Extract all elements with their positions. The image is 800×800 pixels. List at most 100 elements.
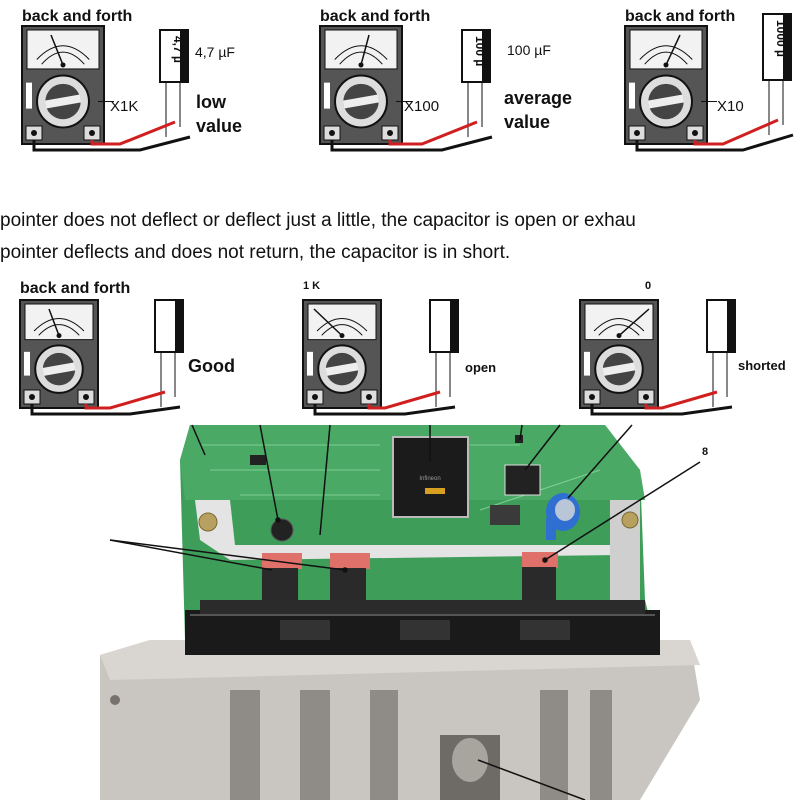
- multimeter: [19, 299, 184, 416]
- meter-scale: [339, 51, 383, 65]
- callout-lines: [109, 424, 701, 800]
- meter-needle: [48, 308, 60, 336]
- meter-needle: [618, 308, 650, 337]
- multimeter-drawing: 100 µ: [319, 25, 493, 152]
- heatsink: [100, 640, 700, 800]
- bottom-panel-shorted: 0 shorted: [572, 278, 800, 418]
- needle-pivot: [60, 62, 66, 68]
- capacitor-value: 1000 µ: [774, 20, 788, 57]
- jack-hole: [329, 130, 335, 136]
- instruction-line-1: pointer does not deflect or deflect just…: [0, 210, 636, 231]
- jack-hole: [366, 394, 372, 400]
- multimeter-drawing: 1000 µ: [624, 13, 794, 152]
- capacitor-stripe: [482, 30, 490, 82]
- black-probe-wire: [30, 404, 181, 416]
- meter-scale: [38, 324, 80, 336]
- side-mark: [324, 82, 330, 109]
- ecu-circuit-board-photo: Infineon: [100, 424, 708, 800]
- range-label: X1K: [110, 98, 139, 115]
- instruction-line-2: pointer deflects and does not return, th…: [0, 242, 511, 263]
- panel-header: back and forth: [22, 8, 133, 25]
- multimeter: [21, 25, 191, 152]
- result-label: Good: [188, 356, 235, 376]
- selector-pointer: [42, 362, 76, 376]
- meter-scale: [334, 45, 388, 60]
- selector-pointer: [44, 94, 82, 109]
- black-probe-wire: [330, 135, 493, 152]
- black-probe-wire: [32, 135, 191, 152]
- value-label-line2: value: [504, 112, 551, 132]
- red-probe-wire: [388, 120, 478, 146]
- bottom-panel-open: 1 K open: [295, 278, 545, 418]
- result-label: shorted: [738, 358, 786, 373]
- meter-needle: [313, 308, 343, 337]
- jack-hole: [387, 130, 393, 136]
- capacitor-value: 100 µ: [473, 36, 487, 66]
- meter-scale: [321, 324, 363, 336]
- capacitor-label: 4,7 µF: [195, 44, 235, 60]
- meter-scale: [33, 318, 85, 332]
- jack-hole: [312, 394, 318, 400]
- meter-scale: [316, 318, 368, 332]
- side-mark: [307, 351, 313, 376]
- capacitor-stripe: [180, 30, 188, 82]
- red-probe-wire: [693, 118, 779, 146]
- panel-header: back and forth: [20, 280, 131, 297]
- top-panel-2: back and forth 100 µ X100 100 µF average…: [300, 0, 600, 175]
- multimeter: [579, 299, 736, 416]
- multimeter: [302, 299, 459, 416]
- red-probe-wire: [367, 390, 441, 410]
- meter-needle: [360, 34, 370, 66]
- meter-scale: [644, 51, 688, 65]
- red-probe-wire: [644, 390, 718, 410]
- multimeter: [319, 25, 493, 152]
- meter-scale: [36, 45, 90, 60]
- capacitor-stripe: [783, 14, 791, 80]
- side-mark: [24, 351, 30, 376]
- range-label: X100: [404, 98, 440, 115]
- meter-scale: [41, 51, 85, 65]
- capacitor-stripe: [727, 300, 735, 352]
- selector-pointer: [602, 362, 636, 376]
- selector-pointer: [325, 362, 359, 376]
- jack-hole: [29, 394, 35, 400]
- capacitor-stripe: [450, 300, 458, 352]
- side-mark: [584, 351, 590, 376]
- top-panel-1: back and forth 4,7 µ X1K 4,7 µF low valu…: [0, 0, 270, 175]
- capacitor-label: 100 µF: [507, 42, 551, 58]
- capacitor-stripe: [175, 300, 183, 352]
- value-label-line1: average: [504, 88, 573, 108]
- jack-hole: [692, 130, 698, 136]
- red-probe-wire: [90, 120, 176, 146]
- panel-header: back and forth: [625, 8, 736, 25]
- panel-header: 0: [645, 280, 652, 292]
- callout-number: 8: [702, 446, 708, 458]
- needle-pivot: [358, 62, 364, 68]
- needle-pivot: [663, 62, 669, 68]
- side-mark: [26, 82, 32, 109]
- multimeter-drawing: [302, 299, 459, 416]
- needle-pivot: [616, 333, 622, 339]
- jack-hole: [634, 130, 640, 136]
- bottom-panel-good: back and forth Good: [0, 278, 270, 418]
- svg-text:Infineon: Infineon: [419, 476, 440, 482]
- capacitor-value: 4,7 µ: [171, 36, 185, 63]
- panel-header: back and forth: [320, 8, 431, 25]
- needle-pivot: [56, 333, 62, 339]
- value-label-line2: value: [196, 116, 243, 136]
- multimeter: [624, 13, 794, 152]
- meter-scale: [593, 318, 645, 332]
- jack-hole: [89, 130, 95, 136]
- multimeter-drawing: [19, 299, 184, 416]
- range-label: X10: [717, 98, 744, 115]
- meter-scale: [639, 45, 693, 60]
- meter-needle: [50, 34, 64, 66]
- jack-hole: [589, 394, 595, 400]
- panel-header: 1 K: [303, 280, 321, 292]
- selector-pointer: [342, 94, 380, 109]
- top-panel-3: back and forth 1000 µ X10: [605, 0, 800, 175]
- value-label-line1: low: [196, 92, 226, 112]
- result-label: open: [465, 360, 497, 375]
- meter-needle: [665, 34, 681, 66]
- black-probe-wire: [590, 404, 733, 416]
